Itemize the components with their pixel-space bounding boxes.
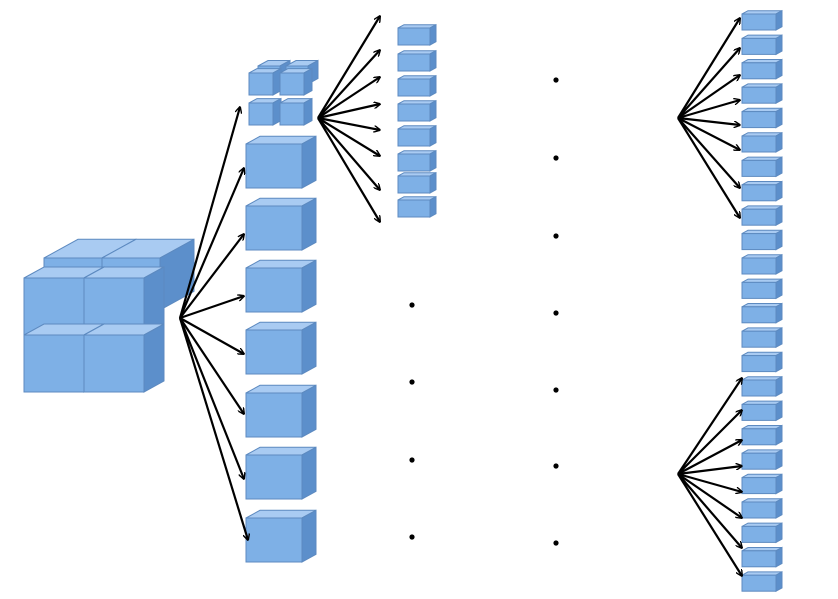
arrow-root-to-child-2 — [178, 168, 244, 319]
arrow-l1-to-l2-8 — [317, 117, 380, 222]
arrow-leaf-bottom-7 — [677, 473, 742, 548]
level1-cube-4 — [245, 259, 317, 313]
leaf-cube-10 — [741, 229, 783, 251]
arrow-leaf-top-1 — [677, 18, 740, 119]
level2-cube-4 — [397, 99, 437, 122]
level1-cube-5 — [245, 321, 317, 375]
cubes-layer — [23, 9, 783, 593]
ellipsis-dot-right-7 — [553, 540, 559, 546]
arrow-leaf-top-2 — [677, 48, 740, 119]
tiny-cube — [248, 67, 282, 96]
level2-cube-1 — [397, 23, 437, 46]
leaf-cube-8 — [741, 180, 783, 202]
root-cube — [23, 238, 195, 393]
arrow-leaf-top-3 — [677, 75, 740, 119]
level1-cube-7 — [245, 446, 317, 500]
arrows-layer — [178, 16, 742, 576]
arrow-leaf-bottom-6 — [677, 473, 742, 518]
arrow-leaf-top-6 — [677, 117, 740, 150]
tiny-cube — [279, 97, 313, 126]
leaf-cube-2 — [741, 34, 783, 56]
arrow-leaf-bottom-8 — [677, 473, 742, 576]
leaf-cube-6 — [741, 131, 783, 153]
leaf-cube-1 — [741, 9, 783, 31]
arrow-leaf-bottom-2 — [677, 410, 742, 475]
arrow-root-to-child-4 — [179, 296, 244, 320]
level1-cube-2 — [245, 135, 317, 189]
arrow-l1-to-l2-4 — [317, 104, 380, 120]
root-subcube-front-bottom-right — [83, 323, 165, 393]
arrow-leaf-top-4 — [677, 100, 740, 120]
arrow-root-to-child-5 — [179, 317, 244, 354]
arrow-l1-to-l2-5 — [317, 116, 380, 130]
leaf-cube-12 — [741, 278, 783, 300]
tiny-cube — [248, 97, 282, 126]
leaf-cube-3 — [741, 58, 783, 80]
arrow-root-to-child-8 — [178, 317, 248, 540]
tiny-cube — [279, 67, 313, 96]
leaf-cube-13 — [741, 302, 783, 324]
ellipsis-dot-right-3 — [553, 233, 559, 239]
ellipsis-dot-right-2 — [553, 155, 559, 161]
leaf-cube-7 — [741, 156, 783, 178]
arrow-l1-to-l2-6 — [317, 117, 380, 156]
leaf-cube-19 — [741, 449, 783, 471]
leaf-cube-15 — [741, 351, 783, 373]
ellipsis-dot-right-4 — [553, 310, 559, 316]
arrow-root-to-child-7 — [178, 317, 244, 479]
level1-subdivided-cube — [248, 59, 319, 126]
arrow-l1-to-l2-3 — [317, 77, 380, 119]
arrow-root-to-child-6 — [179, 317, 244, 414]
leaf-cube-22 — [741, 522, 783, 544]
arrow-leaf-bottom-4 — [677, 466, 742, 476]
leaf-cube-4 — [741, 83, 783, 105]
arrow-leaf-top-8 — [677, 117, 740, 218]
level2-cube-5 — [397, 124, 437, 147]
arrow-l1-to-l2-7 — [317, 117, 380, 190]
level2-cube-6 — [397, 149, 437, 172]
ellipsis-dot-left-2 — [409, 379, 415, 385]
level1-cube-8 — [245, 509, 317, 563]
leaf-cube-24 — [741, 571, 783, 593]
ellipsis-dot-left-1 — [409, 302, 415, 308]
leaf-cube-5 — [741, 107, 783, 129]
leaf-cube-20 — [741, 473, 783, 495]
level1-cube-6 — [245, 384, 317, 438]
arrow-leaf-bottom-1 — [677, 378, 742, 475]
arrow-leaf-top-7 — [677, 117, 740, 188]
level2-cube-2 — [397, 49, 437, 72]
leaf-cube-16 — [741, 375, 783, 397]
ellipsis-dot-left-3 — [409, 457, 415, 463]
leaf-cube-14 — [741, 327, 783, 349]
leaf-cube-17 — [741, 400, 783, 422]
arrow-root-to-child-3 — [179, 234, 244, 319]
arrow-leaf-bottom-3 — [677, 440, 742, 475]
arrow-l1-to-l2-2 — [317, 50, 380, 119]
arrow-leaf-top-5 — [677, 116, 740, 125]
level2-cube-8 — [397, 195, 437, 218]
leaf-cube-9 — [741, 205, 783, 227]
arrow-l1-to-l2-1 — [317, 16, 380, 119]
ellipsis-layer — [409, 77, 559, 546]
level2-cube-3 — [397, 74, 437, 97]
level2-cube-7 — [397, 171, 437, 194]
leaf-cube-23 — [741, 546, 783, 568]
ellipsis-dot-right-5 — [553, 387, 559, 393]
leaf-cube-21 — [741, 497, 783, 519]
leaf-cube-11 — [741, 253, 783, 275]
arrow-root-to-child-1 — [178, 107, 240, 319]
leaf-cube-18 — [741, 424, 783, 446]
arrow-leaf-bottom-5 — [677, 472, 742, 492]
ellipsis-dot-right-1 — [553, 77, 559, 83]
level1-cube-3 — [245, 197, 317, 251]
ellipsis-dot-right-6 — [553, 463, 559, 469]
ellipsis-dot-left-4 — [409, 534, 415, 540]
